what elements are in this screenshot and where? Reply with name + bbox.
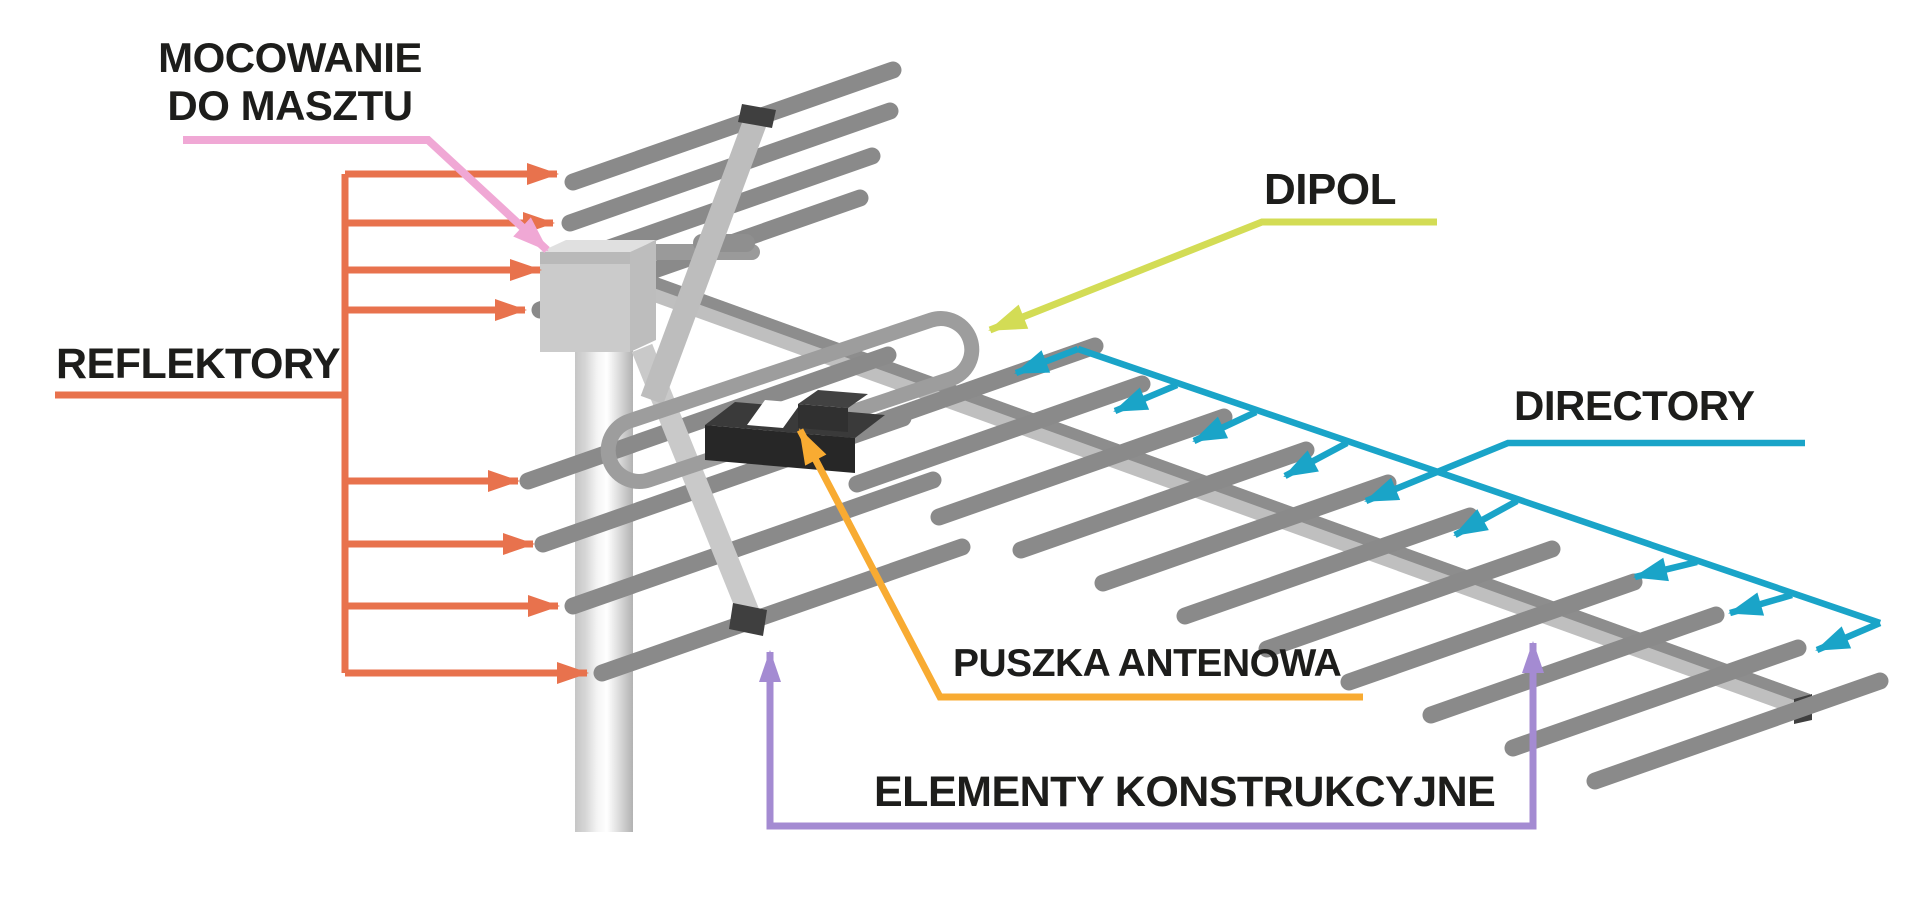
label-mast-mount-line1: MOCOWANIE [158,34,422,81]
label-directors: DIRECTORY [1514,382,1755,429]
director-arrow [1113,382,1179,414]
support-strut-front [640,104,776,405]
junction-box-arrow [796,428,1363,701]
label-mast-mount: MOCOWANIE DO MASZTU [130,34,450,130]
reflector-rod [564,471,942,615]
label-structural-elements: ELEMENTY KONSTRUKCYJNE [874,768,1496,816]
director-rod [1094,474,1397,592]
director-rod [1422,606,1725,724]
director-rod [930,408,1233,526]
director-arrows [1014,345,1882,653]
structural-elements-arrow [759,641,1544,830]
director-rod [1586,672,1889,790]
director-arrow [1453,498,1519,538]
director-arrow [1815,620,1882,653]
director-rod [1012,441,1315,559]
director-arrow [1014,345,1080,377]
director-arrow [1633,557,1698,582]
director-rod [1176,507,1479,625]
dipole-arrow [988,218,1437,334]
reflector-rod [564,61,902,191]
director-rod [1258,540,1561,658]
mast-mount-arrow [183,136,550,253]
strut-end-cap [729,603,767,636]
reflector-rod [593,538,971,682]
director-arrow [1192,409,1258,444]
label-reflectors: REFLEKTORY [56,340,341,388]
director-arrow [1283,440,1349,479]
director-rod [848,375,1151,493]
label-junction-box: PUSZKA ANTENOWA [953,642,1342,685]
director-rod [1504,639,1807,757]
reflector-rod [519,346,897,490]
mast-bracket [540,234,760,352]
director-arrow [1728,591,1793,617]
director-arrow-spine [1076,345,1882,627]
reflector-arrows [55,163,589,684]
label-mast-mount-line2: DO MASZTU [167,82,413,129]
label-dipole: DIPOL [1264,165,1396,214]
directory-label-arrow [1364,439,1805,505]
strut-top-cap [738,104,776,128]
